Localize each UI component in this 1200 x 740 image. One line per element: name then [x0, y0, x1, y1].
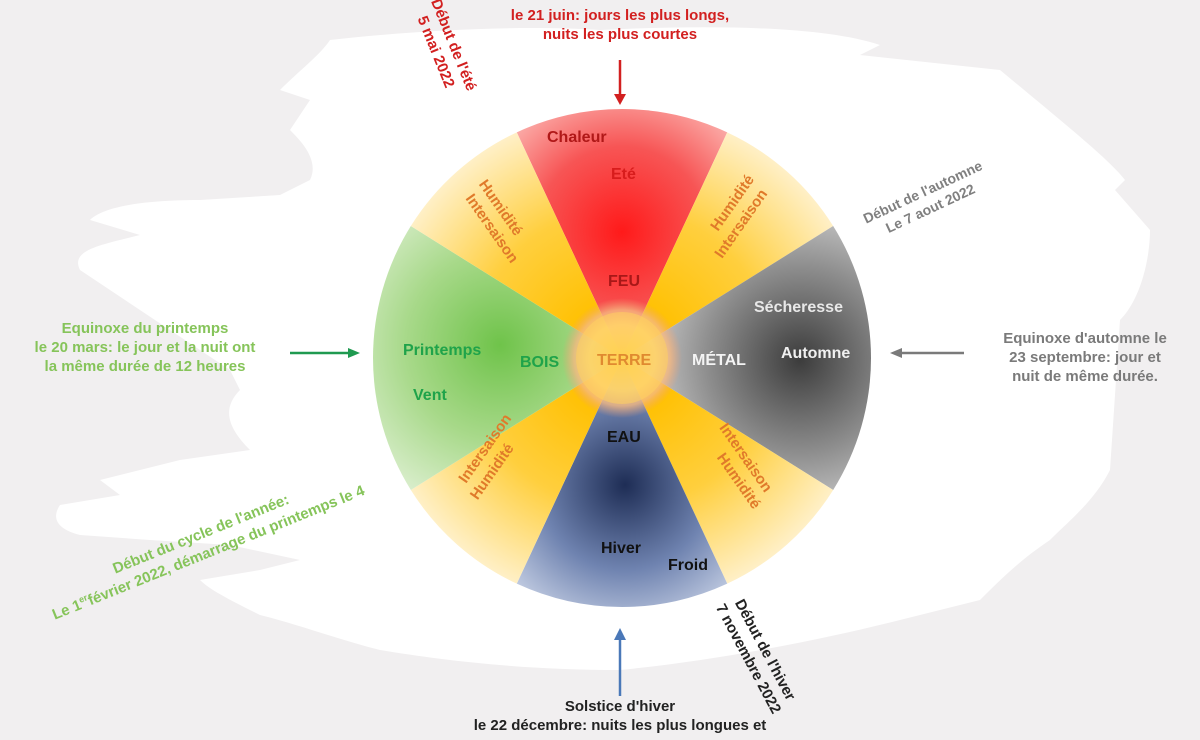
- spring-equinox-note: Equinoxe du printemps le 20 mars: le jou…: [0, 320, 290, 376]
- autumn-arrow-icon: [890, 348, 964, 358]
- sector-intersaison: [622, 132, 834, 358]
- summer-arrow-icon: [614, 60, 626, 105]
- summer-solstice-note: le 21 juin: jours les plus longs, nuits …: [460, 7, 780, 45]
- wood-element-label: BOIS: [520, 354, 560, 371]
- metal-element-label: MÉTAL: [692, 352, 746, 369]
- center-earth: [576, 312, 668, 404]
- summer-solstice-line2: nuits les plus courtes: [542, 25, 698, 43]
- summer-quality-label: Chaleur: [547, 129, 607, 146]
- spring-arrow-icon: [290, 348, 360, 358]
- sector-intersaison: [410, 358, 622, 584]
- earth-center-label: TERRE: [597, 352, 652, 369]
- spring-equinox-line3: la même durée de 12 heures: [44, 357, 246, 375]
- sector-summer: [516, 109, 728, 358]
- sector-intersaison: [410, 132, 622, 358]
- sector-intersaison: [622, 358, 834, 584]
- autumn-equinox-line1: Equinoxe d'automne le: [1003, 330, 1167, 347]
- winter-solstice-line1: Solstice d'hiver: [564, 698, 676, 715]
- winter-arrow-icon: [614, 628, 626, 696]
- winter-solstice-note: Solstice d'hiver le 22 décembre: nuits l…: [400, 698, 840, 736]
- autumn-equinox-line3: nuit de même durée.: [1012, 367, 1158, 385]
- sector-autumn: [622, 226, 871, 490]
- summer-season-label: Eté: [611, 166, 636, 183]
- water-element-label: EAU: [607, 429, 641, 446]
- autumn-equinox-note: Equinoxe d'automne le 23 septembre: jour…: [975, 330, 1195, 386]
- spring-quality-label: Vent: [413, 387, 447, 404]
- sector-winter: [516, 358, 728, 607]
- winter-quality-label: Froid: [668, 557, 708, 574]
- spring-equinox-line1: Equinoxe du printemps: [61, 320, 229, 337]
- winter-solstice-line2: le 22 décembre: nuits les plus longues e…: [473, 716, 767, 734]
- autumn-equinox-line2: 23 septembre: jour et: [1009, 348, 1161, 366]
- winter-season-label: Hiver: [601, 540, 642, 557]
- spring-season-label: Printemps: [403, 342, 482, 359]
- wheel-sectors: [373, 109, 871, 607]
- spring-equinox-line2: le 20 mars: le jour et la nuit ont: [34, 338, 256, 356]
- fire-element-label: FEU: [608, 273, 640, 290]
- autumn-quality-label: Sécheresse: [754, 299, 843, 316]
- summer-solstice-line1: le 21 juin: jours les plus longs,: [510, 7, 730, 24]
- autumn-season-label: Automne: [781, 345, 851, 362]
- sector-spring: [373, 226, 622, 490]
